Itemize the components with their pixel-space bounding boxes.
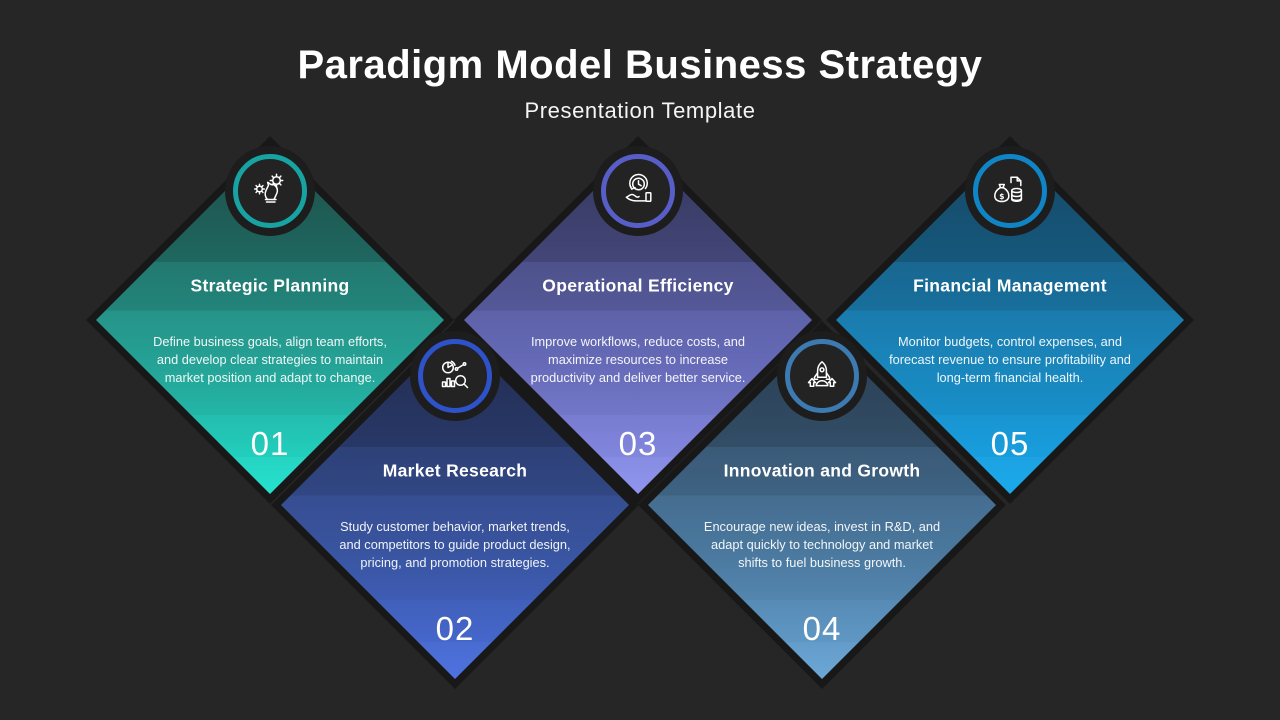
card-number: 02 [435,609,475,647]
svg-text:$: $ [999,192,1004,201]
card-title: Innovation and Growth [723,460,921,481]
slide-title: Paradigm Model Business Strategy [297,43,983,87]
money-bag-icon: $ [994,176,1023,203]
icon-ring [601,154,675,228]
card-description: Define business goals, align team effort… [153,334,387,385]
card-strategic-planning: Strategic Planning Define business goals… [86,136,454,504]
card-description: Monitor budgets, control expenses, and f… [889,334,1131,385]
slide-subtitle: Presentation Template [524,98,756,123]
card-title: Operational Efficiency [542,275,734,296]
card-number: 03 [618,424,658,462]
card-description: Encourage new ideas, invest in R&D, and … [703,519,941,570]
card-number: 05 [990,424,1030,462]
card-description: Improve workflows, reduce costs, and max… [530,334,746,385]
icon-ring [785,339,859,413]
card-number: 04 [802,609,842,647]
card-market-research: Market Research Study customer behavior,… [271,321,639,689]
card-title: Financial Management [913,275,1107,296]
icon-ring [418,339,492,413]
card-title: Strategic Planning [190,275,350,296]
icon-ring: $ [973,154,1047,228]
icon-ring [233,154,307,228]
slide-header: Paradigm Model Business Strategy Present… [0,44,1280,124]
icon-badge [225,146,315,236]
card-title: Market Research [382,460,528,481]
efficiency-clock-hand-icon [625,173,652,202]
chess-strategy-icon [253,173,284,203]
market-analysis-icon [441,360,469,389]
icon-badge [410,331,500,421]
icon-badge [593,146,683,236]
card-description: Study customer behavior, market trends, … [339,519,571,570]
card-number: 01 [250,424,290,462]
icon-badge: $ [965,146,1055,236]
rocket-growth-icon [807,361,837,387]
card-innovation-growth: Innovation and Growth Encourage new idea… [638,321,1006,689]
icon-badge [777,331,867,421]
